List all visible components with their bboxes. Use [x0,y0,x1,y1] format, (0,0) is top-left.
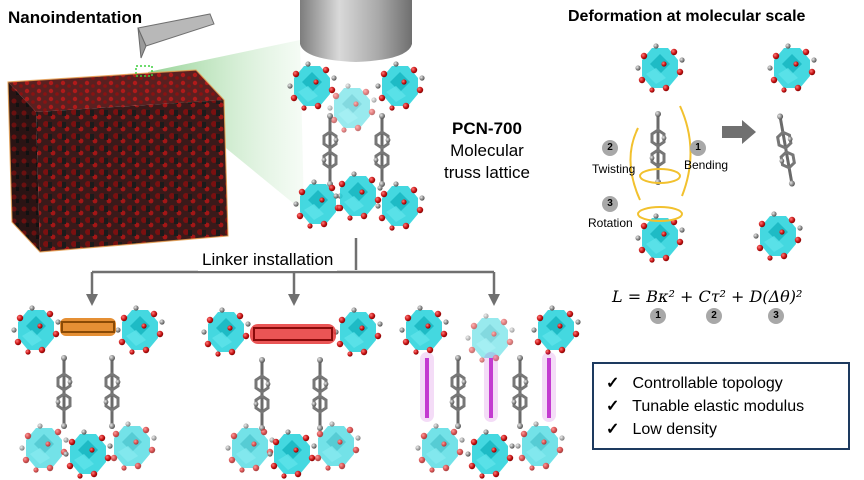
mode-number-rotation: 3 [602,196,618,212]
equation-term-1: 1 [650,308,666,324]
deformation-after [753,43,817,261]
property-item: ✓ Low density [606,418,848,441]
property-item: ✓ Controllable topology [606,372,848,395]
arrow-head-2 [288,294,300,306]
cube-front-face [8,82,40,252]
equation-term-2: 2 [706,308,722,324]
deformation-title: Deformation at molecular scale [568,8,806,25]
mode-label-twisting: Twisting [592,162,636,176]
arrow-head-1 [86,294,98,306]
lattice-variant-red [201,307,383,479]
deformation-before [629,43,692,263]
pcn700-name: PCN-700 [452,119,522,138]
energy-equation: L = Bκ² + Cτ² + D(Δθ)² [612,287,803,306]
property-item: ✓ Tunable elastic modulus [606,395,848,418]
property-text: Tunable elastic modulus [632,398,805,415]
indenter-tip-icon [300,0,412,62]
nanoindentation-title: Nanoindentation [8,8,143,27]
arrow-head-3 [488,294,500,306]
properties-box: ✓ Controllable topology ✓ Tunable elasti… [592,362,850,450]
lattice-variant-magenta [399,305,581,479]
mode-label-bending: Bending [684,158,729,172]
check-icon: ✓ [606,421,620,438]
cube-top-face [8,70,224,112]
nanoindentation-illustration [7,13,304,253]
pcn700-desc-line1: Molecular [450,141,524,160]
pcn700-desc-line2: truss lattice [444,163,530,182]
deformation-arrow [722,120,756,144]
property-text: Controllable topology [632,375,783,392]
equation-term-3: 3 [768,308,784,324]
cantilever-icon [137,13,215,47]
cube-main-face [36,100,228,252]
pcn700-label: PCN-700 Molecular truss lattice [432,118,542,184]
mode-number-bending: 1 [690,140,706,156]
indent-marker [135,65,153,77]
pcn700-lattice [287,61,425,231]
check-icon: ✓ [606,398,620,415]
check-icon: ✓ [606,375,620,392]
mode-number-twisting: 2 [602,140,618,156]
installation-arrows [90,238,496,296]
lattice-variant-orange [11,305,165,479]
mode-label-rotation: Rotation [588,216,633,230]
property-text: Low density [632,421,717,438]
linker-installation-label: Linker installation [198,249,338,271]
